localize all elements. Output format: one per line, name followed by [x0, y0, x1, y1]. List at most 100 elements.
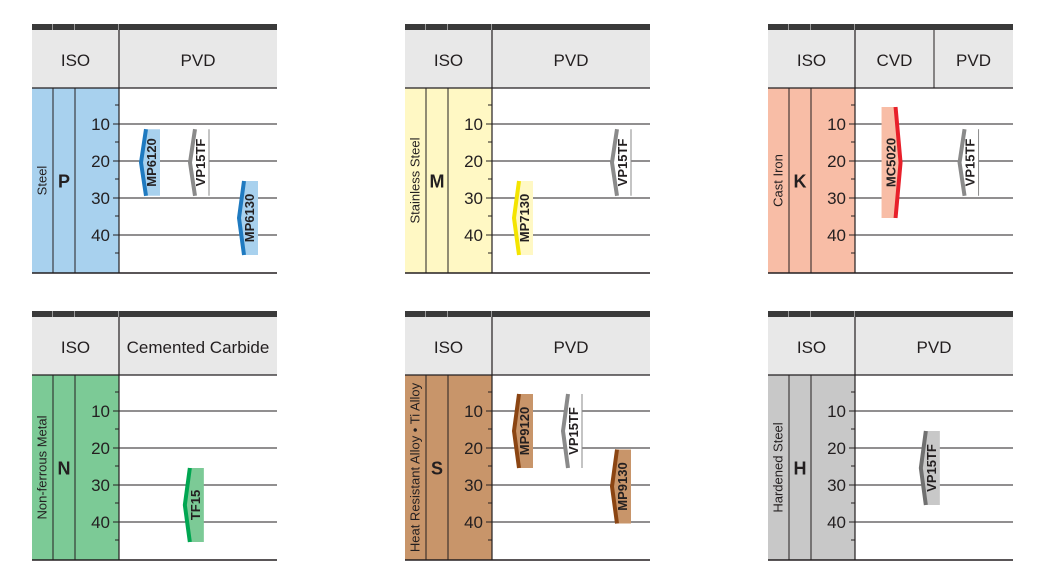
- top-bar-notch: [447, 311, 448, 317]
- grade-label: VP15TF: [193, 139, 208, 187]
- grade-bar-edge: [957, 128, 967, 197]
- coating-header: PVD: [554, 338, 589, 357]
- iso-letter: M: [430, 172, 445, 192]
- grade-bar-edge: [511, 393, 521, 469]
- top-bar-notch: [491, 311, 492, 317]
- iso-letter: S: [431, 459, 443, 479]
- scale-tick-label: 40: [827, 226, 846, 245]
- chart-top-bar: [405, 311, 650, 317]
- iso-header: ISO: [434, 51, 463, 70]
- chart-top-bar: [768, 24, 1013, 30]
- scale-tick-label: 40: [464, 513, 483, 532]
- grade-label: VP15TF: [963, 139, 978, 187]
- grade-label: MC5020: [884, 138, 899, 187]
- scale-tick-label: 10: [827, 115, 846, 134]
- grade-label: MP7130: [517, 194, 532, 242]
- grade-bar-edge: [918, 430, 928, 506]
- scale-tick-label: 20: [827, 439, 846, 458]
- iso-letter: H: [794, 459, 807, 479]
- top-bar-notch: [810, 24, 811, 30]
- grade-label: VP15TF: [615, 139, 630, 187]
- top-bar-notch: [425, 24, 426, 30]
- grade-label: MP6130: [242, 194, 257, 242]
- top-bar-notch: [788, 24, 789, 30]
- category-label: Non-ferrous Metal: [35, 415, 50, 519]
- scale-tick-label: 20: [827, 152, 846, 171]
- scale-tick-label: 10: [827, 402, 846, 421]
- top-bar-notch: [810, 311, 811, 317]
- header-background: [768, 30, 1013, 88]
- iso-letter: K: [794, 172, 807, 192]
- top-bar-notch: [118, 24, 119, 30]
- scale-tick-label: 30: [464, 476, 483, 495]
- category-label: Stainless Steel: [408, 137, 423, 223]
- header-background: [32, 317, 277, 375]
- top-bar-notch: [52, 24, 53, 30]
- grade-bar: [612, 129, 631, 196]
- grade-chart-nonferrous: ISO Cemented Carbide 10 20 30 40 Non-ferrous M…: [32, 311, 277, 561]
- iso-header: ISO: [61, 51, 90, 70]
- scale-tick-label: 30: [91, 189, 110, 208]
- chart-top-bar: [768, 311, 1013, 317]
- coating-header: Cemented Carbide: [127, 338, 270, 357]
- iso-header: ISO: [797, 51, 826, 70]
- scale-tick-label: 30: [91, 476, 110, 495]
- grade-bar-edge: [187, 128, 197, 197]
- scale-tick-label: 30: [464, 189, 483, 208]
- grade-bar: [920, 431, 940, 505]
- grade-bar: [514, 181, 533, 255]
- scale-tick-label: 20: [91, 152, 110, 171]
- coating-header: PVD: [917, 338, 952, 357]
- header-background: [768, 317, 1013, 375]
- scale-tick-label: 40: [827, 513, 846, 532]
- grade-bar: [239, 181, 258, 255]
- grade-bar: [612, 449, 631, 524]
- scale-tick-label: 30: [827, 189, 846, 208]
- grade-label: TF15: [188, 490, 203, 520]
- scale-tick-label: 10: [91, 115, 110, 134]
- scale-tick-label: 10: [464, 402, 483, 421]
- top-bar-notch: [74, 311, 75, 317]
- scale-tick-label: 20: [464, 439, 483, 458]
- grade-bar: [563, 394, 582, 468]
- grade-label: VP15TF: [924, 444, 939, 492]
- scale-tick-label: 20: [464, 152, 483, 171]
- grade-bar: [514, 394, 533, 468]
- coating-header: PVD: [554, 51, 589, 70]
- top-bar-notch: [854, 24, 855, 30]
- top-bar-notch: [491, 24, 492, 30]
- top-bar-notch: [854, 311, 855, 317]
- grade-bar: [190, 129, 209, 196]
- scale-tick-label: 40: [464, 226, 483, 245]
- grade-bar-edge: [609, 128, 619, 197]
- scale-tick-label: 40: [91, 513, 110, 532]
- grade-bar: [184, 468, 204, 542]
- iso-header: ISO: [61, 338, 90, 357]
- header-background: [405, 317, 650, 375]
- scale-tick-label: 20: [91, 439, 110, 458]
- top-bar-notch: [447, 24, 448, 30]
- scale-tick-label: 10: [91, 402, 110, 421]
- chart-top-bar: [405, 24, 650, 30]
- scale-tick-label: 30: [827, 476, 846, 495]
- grade-label: VP15TF: [566, 407, 581, 455]
- iso-header: ISO: [434, 338, 463, 357]
- grade-bar: [141, 129, 160, 196]
- iso-letter: P: [58, 172, 70, 192]
- grade-bar-edge: [236, 180, 246, 256]
- chart-top-bar: [32, 311, 277, 317]
- grade-bar-edge: [138, 128, 148, 197]
- top-bar-notch: [425, 311, 426, 317]
- category-label: Cast Iron: [771, 154, 786, 207]
- top-bar-notch: [118, 311, 119, 317]
- coating-header: CVD: [877, 51, 913, 70]
- grade-label: MP6120: [144, 138, 159, 186]
- grade-bar: [881, 107, 901, 218]
- grade-label: MP9130: [615, 462, 630, 510]
- top-bar-notch: [52, 311, 53, 317]
